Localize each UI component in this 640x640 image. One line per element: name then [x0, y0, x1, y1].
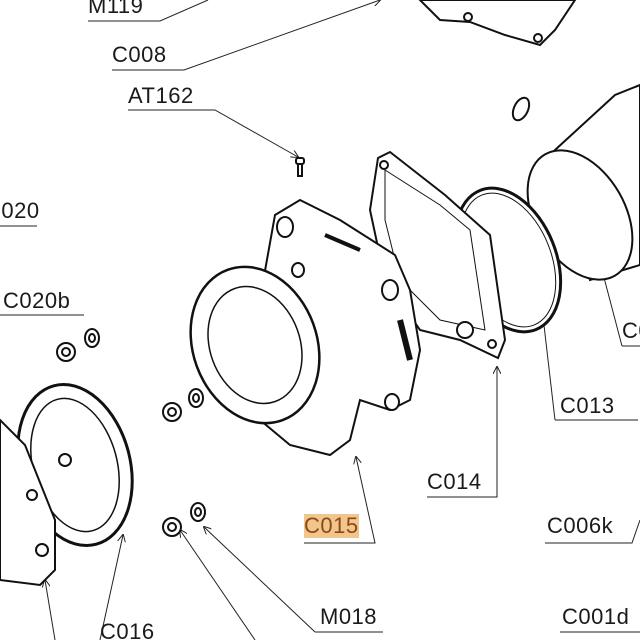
label-c020[interactable]: C020 — [0, 198, 40, 223]
leader-m119 — [88, 0, 209, 22]
label-c008[interactable]: C008 — [112, 42, 167, 67]
leader-c008 — [112, 0, 380, 71]
leader-c016-b — [45, 580, 56, 640]
label-c015-highlighted[interactable]: C015 — [304, 513, 359, 538]
label-c016[interactable]: C016 — [100, 619, 155, 640]
label-m119[interactable]: M119 — [88, 0, 144, 18]
label-c006k[interactable]: C006k — [547, 513, 614, 538]
label-at162[interactable]: AT162 — [128, 83, 194, 108]
label-c020b[interactable]: C020b — [3, 288, 71, 313]
leader-c015 — [304, 457, 376, 544]
label-c-right[interactable]: C0 — [622, 318, 640, 343]
crankcase-part — [418, 0, 577, 47]
leader-m018-b — [180, 530, 256, 640]
leader-c014 — [427, 367, 497, 498]
label-c013[interactable]: C013 — [560, 393, 615, 418]
label-m018[interactable]: M018 — [320, 604, 378, 629]
leader-c016 — [99, 535, 123, 640]
leader-m018 — [204, 527, 383, 633]
label-c014[interactable]: C014 — [427, 469, 482, 494]
label-c001d[interactable]: C001d — [562, 604, 630, 629]
leader-at162 — [128, 109, 298, 157]
small-o-ring — [511, 96, 531, 122]
leader-c006k — [545, 519, 640, 544]
